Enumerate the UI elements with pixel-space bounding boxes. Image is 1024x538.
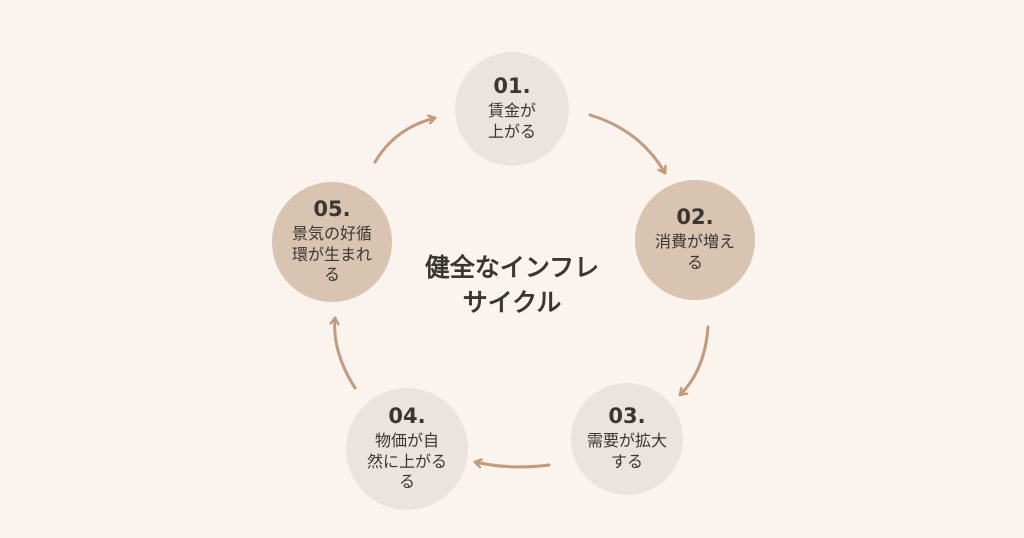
center-title: 健全なインフレ サイクル xyxy=(424,253,600,317)
step-03-number: 03. xyxy=(608,404,646,429)
step-04-node: 04. 物価が自 然に上がる る xyxy=(346,388,468,510)
step-05-number: 05. xyxy=(313,196,351,221)
step-01-label: 賃金が 上がる xyxy=(487,101,536,142)
step-05-node: 05. 景気の好循 環が生まれ る xyxy=(272,182,392,302)
arrow-05-to-01 xyxy=(373,118,437,164)
arrow-04-to-05 xyxy=(335,316,357,390)
step-02-node: 02. 消費が増え る xyxy=(635,180,755,300)
step-01-node: 01. 賃金が 上がる xyxy=(455,52,569,166)
arrow-02-to-03 xyxy=(678,325,710,397)
step-05-label: 景気の好循 環が生まれ る xyxy=(291,223,372,285)
step-04-label: 物価が自 然に上がる る xyxy=(366,430,447,492)
arrow-03-to-04 xyxy=(473,462,551,467)
step-02-label: 消費が増え る xyxy=(654,232,735,273)
step-03-label: 需要が拡大 する xyxy=(586,431,667,472)
step-04-number: 04. xyxy=(388,403,426,428)
step-02-number: 02. xyxy=(676,205,714,230)
step-01-number: 01. xyxy=(493,74,531,99)
arrow-01-to-02 xyxy=(588,113,665,175)
step-03-node: 03. 需要が拡大 する xyxy=(571,383,683,495)
